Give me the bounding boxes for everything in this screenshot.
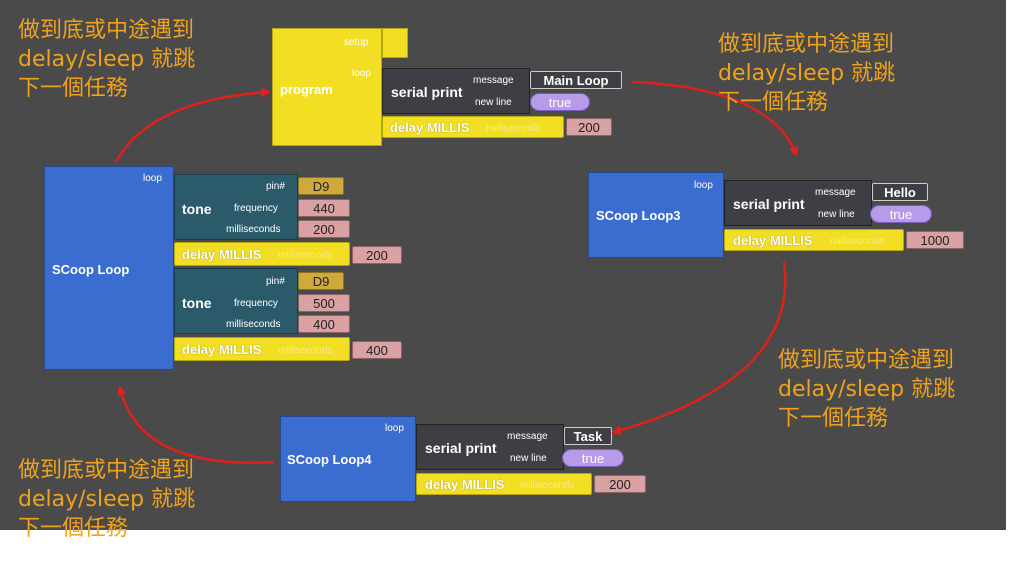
note-line: 做到底或中途遇到: [778, 348, 955, 373]
scoop-loop3-loop-label: loop: [694, 180, 713, 191]
note-top-left: 做到底或中途遇到 delay/sleep 就跳 下一個任務: [18, 16, 195, 103]
note-top-right: 做到底或中途遇到 delay/sleep 就跳 下一個任務: [718, 30, 895, 117]
loop4-newline-label: new line: [510, 453, 547, 464]
scoop-loop4-body[interactable]: [280, 416, 416, 502]
delay1-block[interactable]: [174, 242, 350, 266]
scoop-loop-body[interactable]: [44, 166, 174, 370]
program-loop-label: loop: [352, 68, 371, 79]
loop3-serial-print-block[interactable]: [724, 180, 872, 226]
program-delay-ms-label: milliseconds: [486, 123, 541, 134]
delay2-ms-label: milliseconds: [278, 345, 333, 356]
tone2-pin-label: pin#: [266, 276, 285, 287]
tone1-frequency-label: frequency: [234, 203, 278, 214]
loop3-delay-value[interactable]: 1000: [906, 231, 964, 249]
program-block-body[interactable]: [272, 28, 382, 146]
note-line: 下一個任務: [778, 406, 889, 431]
tone2-ms-label: milliseconds: [226, 319, 281, 330]
note-line: 做到底或中途遇到: [18, 18, 195, 43]
delay1-ms-label: milliseconds: [278, 250, 333, 261]
program-message-label: message: [473, 75, 514, 86]
loop3-newline-label: new line: [818, 209, 855, 220]
tone1-pin-value[interactable]: D9: [298, 177, 344, 195]
delay1-value[interactable]: 200: [352, 246, 402, 264]
note-line: 做到底或中途遇到: [18, 458, 195, 483]
program-delay-block[interactable]: [382, 116, 564, 138]
loop4-serial-print-label: serial print: [425, 440, 497, 456]
program-message-value[interactable]: Main Loop: [530, 71, 622, 89]
tone1-pin-label: pin#: [266, 181, 285, 192]
program-title: program: [280, 82, 333, 97]
loop3-delay-label: delay MILLIS: [733, 233, 813, 248]
note-line: 下一個任務: [718, 90, 829, 115]
tone2-pin-value[interactable]: D9: [298, 272, 344, 290]
note-line: delay/sleep 就跳: [18, 47, 196, 72]
tone1-frequency-value[interactable]: 440: [298, 199, 350, 217]
note-line: 做到底或中途遇到: [718, 32, 895, 57]
loop3-message-label: message: [815, 187, 856, 198]
delay2-value[interactable]: 400: [352, 341, 402, 359]
tone2-ms-value[interactable]: 400: [298, 315, 350, 333]
program-delay-label: delay MILLIS: [390, 120, 470, 135]
loop4-newline-value[interactable]: true: [562, 449, 624, 467]
scoop-loop4-title: SCoop Loop4: [287, 452, 372, 467]
program-serial-print-block[interactable]: [382, 68, 530, 114]
loop3-message-value[interactable]: Hello: [872, 183, 928, 201]
scoop-loop4-loop-label: loop: [385, 423, 404, 434]
tone1-label: tone: [182, 201, 212, 217]
delay2-block[interactable]: [174, 337, 350, 361]
program-newline-value[interactable]: true: [530, 93, 590, 111]
scoop-loop3-title: SCoop Loop3: [596, 208, 681, 223]
program-serial-print-label: serial print: [391, 84, 463, 100]
program-setup-slot: [382, 28, 408, 58]
tone2-block[interactable]: [174, 268, 298, 334]
program-newline-label: new line: [475, 97, 512, 108]
tone1-block[interactable]: [174, 174, 298, 240]
loop4-message-value[interactable]: Task: [564, 427, 612, 445]
loop3-newline-value[interactable]: true: [870, 205, 932, 223]
note-line: delay/sleep 就跳: [18, 487, 196, 512]
loop4-message-label: message: [507, 431, 548, 442]
tone1-ms-label: milliseconds: [226, 224, 281, 235]
program-delay-value[interactable]: 200: [566, 118, 612, 136]
scoop-loop3-body[interactable]: [588, 172, 724, 258]
loop4-delay-ms-label: milliseconds: [520, 480, 575, 491]
loop3-serial-print-label: serial print: [733, 196, 805, 212]
note-line: delay/sleep 就跳: [718, 61, 896, 86]
scoop-loop-loop-label: loop: [143, 173, 162, 184]
note-line: 下一個任務: [18, 516, 129, 541]
tone2-label: tone: [182, 295, 212, 311]
delay1-label: delay MILLIS: [182, 247, 262, 262]
loop4-delay-label: delay MILLIS: [425, 477, 505, 492]
note-line: delay/sleep 就跳: [778, 377, 956, 402]
loop4-delay-block[interactable]: [416, 473, 592, 495]
note-bottom-left: 做到底或中途遇到 delay/sleep 就跳 下一個任務: [18, 456, 195, 543]
loop3-delay-ms-label: milliseconds: [830, 236, 885, 247]
note-bottom-right: 做到底或中途遇到 delay/sleep 就跳 下一個任務: [778, 346, 955, 433]
loop4-delay-value[interactable]: 200: [594, 475, 646, 493]
tone2-frequency-value[interactable]: 500: [298, 294, 350, 312]
delay2-label: delay MILLIS: [182, 342, 262, 357]
program-setup-label: setup: [344, 37, 369, 48]
loop3-delay-block[interactable]: [724, 229, 904, 251]
scoop-loop-title: SCoop Loop: [52, 262, 130, 277]
tone2-frequency-label: frequency: [234, 298, 278, 309]
tone1-ms-value[interactable]: 200: [298, 220, 350, 238]
loop4-serial-print-block[interactable]: [416, 424, 564, 470]
note-line: 下一個任務: [18, 76, 129, 101]
